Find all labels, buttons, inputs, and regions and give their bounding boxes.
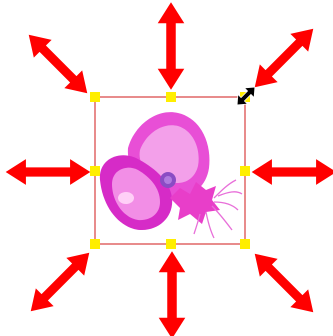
- resize-arrow-up-left-icon: [20, 26, 96, 102]
- resize-handle-top[interactable]: [166, 92, 176, 102]
- resize-arrow-left-icon: [6, 159, 91, 185]
- resize-handle-right[interactable]: [240, 166, 250, 176]
- resize-arrow-down-left-icon: [22, 244, 98, 320]
- resize-handle-top-left[interactable]: [90, 92, 100, 102]
- resize-handle-bottom[interactable]: [166, 239, 176, 249]
- butterfly-body-dot-center: [164, 176, 172, 184]
- resize-arrow-up-icon: [158, 2, 185, 89]
- resize-arrow-up-right-icon: [246, 20, 322, 96]
- diagonal-resize-cursor-icon: [233, 83, 258, 108]
- resize-arrow-down-icon: [159, 251, 186, 336]
- resize-handle-left[interactable]: [90, 166, 100, 176]
- resize-handle-bottom-left[interactable]: [90, 239, 100, 249]
- butterfly-image[interactable]: [100, 112, 242, 238]
- resize-arrow-right-icon: [252, 159, 333, 185]
- resize-handle-bottom-right[interactable]: [240, 239, 250, 249]
- resize-arrow-down-right-icon: [246, 245, 322, 321]
- butterfly-wing-spot: [118, 192, 134, 204]
